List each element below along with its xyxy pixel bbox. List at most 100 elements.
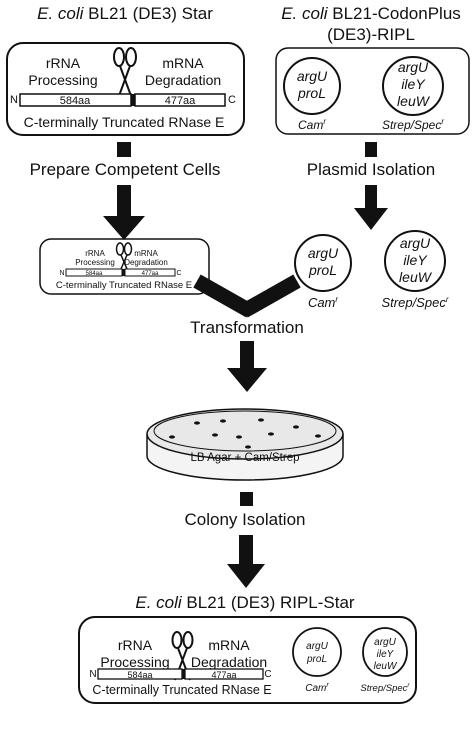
segment-left-label-small: 584aa (86, 271, 103, 277)
isolated-plasmid2-gene3: leuW (399, 269, 433, 285)
degradation-label-small: Degradation (124, 258, 168, 267)
isolated-plasmid2-gene2: ileY (403, 252, 428, 268)
isolated-plasmid1-gene1: argU (308, 245, 339, 261)
protein-segment-right (134, 93, 226, 107)
segment-right-label-small: 477aa (142, 271, 159, 277)
colony (169, 435, 175, 439)
petri-dish: LB Agar + Cam/Strep (146, 408, 344, 481)
arrow-right-down (354, 185, 388, 230)
degradation-label: Degradation (145, 72, 221, 88)
rnase-box-top: rRNA Processing mRNA Degradation N 584aa… (6, 42, 245, 136)
right-strain-title-line1: E. coli BL21-CodonPlus (281, 4, 461, 23)
step-colony-isolation-label: Colony Isolation (185, 510, 306, 529)
rnase-caption: C-terminally Truncated RNase E (24, 114, 225, 130)
plasmid-box-top-frame (275, 47, 470, 135)
arrow-left-down (103, 185, 145, 240)
mrna-label: mRNA (162, 55, 204, 71)
final-cleavage-marker (182, 669, 185, 679)
right-title-rest: BL21-CodonPlus (328, 4, 461, 23)
final-title-rest: BL21 (DE3) RIPL-Star (182, 593, 355, 612)
processing-label-small: Processing (75, 258, 115, 267)
connector-left-top (117, 142, 131, 157)
colony (315, 434, 321, 438)
colony (293, 425, 299, 429)
step-prepare-label: Prepare Competent Cells (30, 160, 221, 179)
final-strain-box: rRNA Processing mRNA Degradation N 584aa… (78, 616, 417, 704)
final-degradation-label: Degradation (191, 654, 267, 670)
rnase-box-mid: rRNA Processing mRNA Degradation N 584aa… (39, 238, 210, 295)
final-n-terminus-label: N (89, 669, 96, 680)
n-terminus-label: N (10, 94, 18, 106)
final-plasmid2-gene2: ileY (377, 649, 395, 660)
plasmid-box-top: argU proL Camr argU ileY leuW Strep/Spec… (275, 47, 470, 135)
final-mrna-label: mRNA (208, 637, 250, 653)
final-rrna-label: rRNA (118, 637, 153, 653)
final-plasmid2-gene3: leuW (374, 661, 398, 672)
mrna-label-small: mRNA (134, 249, 158, 258)
right-strain-title-line2: (DE3)-RIPL (327, 25, 415, 44)
final-segment-right-label: 477aa (211, 670, 236, 680)
final-plasmid1-marker: Camr (305, 682, 329, 694)
final-segment-left-label: 584aa (127, 670, 152, 680)
connector-right-top (365, 142, 377, 157)
n-terminus-label-small: N (59, 270, 64, 277)
plasmid1-gene1: argU (297, 68, 328, 84)
final-rnase-caption: C-terminally Truncated RNase E (92, 683, 271, 697)
final-processing-label: Processing (100, 654, 169, 670)
plasmid2-gene3: leuW (397, 93, 431, 109)
c-terminus-label: C (228, 94, 236, 106)
plasmid2-marker: Strep/Specr (382, 117, 444, 132)
isolated-plasmid2-marker: Strep/Specr (382, 295, 449, 310)
plasmid1-marker: Camr (298, 117, 326, 132)
plasmid-camr-circle (283, 57, 341, 115)
connector-colony (240, 492, 253, 506)
colony (194, 421, 200, 425)
isolated-plasmid1-gene2: proL (308, 262, 337, 278)
rnase-box-mid-frame (39, 238, 210, 295)
final-c-terminus-label: C (264, 669, 271, 680)
final-protein-segment-right (184, 668, 264, 680)
final-plasmid1-gene1: argU (306, 641, 328, 652)
left-title-rest: BL21 (DE3) Star (83, 4, 213, 23)
final-title-italic: E. coli (135, 593, 183, 612)
plate-label: LB Agar + Cam/Strep (191, 452, 300, 464)
plasmid2-gene1: argU (398, 59, 429, 75)
rrna-label: rRNA (46, 55, 81, 71)
rnase-box-top-frame (6, 42, 245, 136)
colony (268, 432, 274, 436)
colony (245, 445, 251, 449)
step-plasmid-isolation-label: Plasmid Isolation (307, 160, 436, 179)
colony (236, 435, 242, 439)
final-strain-box-frame (78, 616, 417, 704)
isolated-plasmid-camr (294, 234, 352, 292)
rnase-caption-small: C-terminally Truncated RNase E (56, 280, 192, 291)
segment-left-label: 584aa (60, 95, 91, 107)
arrow-center-final (227, 535, 265, 588)
c-terminus-label-small: C (176, 270, 181, 277)
final-plasmid2-marker: Strep/Specr (360, 682, 410, 694)
isolated-plasmid2-gene1: argU (400, 235, 431, 251)
final-plasmid2-gene1: argU (374, 637, 396, 648)
isolated-plasmid-strep (384, 230, 446, 292)
petri-dish-rim (153, 410, 337, 452)
isolated-plasmid1-marker: Camr (308, 295, 338, 310)
final-plasmid-camr (292, 627, 342, 677)
arrow-center-transform (227, 341, 267, 392)
processing-label: Processing (28, 72, 97, 88)
left-strain-title: E. coli BL21 (DE3) Star (37, 4, 213, 23)
cleavage-marker (131, 94, 135, 106)
colony (220, 419, 226, 423)
rrna-label-small: rRNA (85, 249, 105, 258)
final-strain-title: E. coli BL21 (DE3) RIPL-Star (135, 593, 355, 612)
protein-segment-right-small (124, 268, 176, 277)
cleavage-marker-small (122, 269, 125, 276)
colonies (169, 418, 321, 449)
final-plasmid1-gene2: proL (306, 654, 327, 665)
isolated-plasmids: argU proL Camr argU ileY leuW Strep/Spec… (294, 230, 449, 310)
left-title-italic: E. coli (37, 4, 85, 23)
plasmid-strep-circle (382, 56, 444, 116)
colony (212, 433, 218, 437)
right-title-italic: E. coli (281, 4, 329, 23)
merge-y-connector (193, 274, 301, 318)
